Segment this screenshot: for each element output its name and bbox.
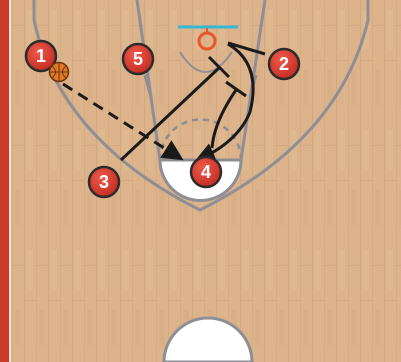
basketball-icon [50, 63, 69, 82]
player-1-label: 1 [36, 46, 46, 66]
sideline-left-edge [9, 0, 11, 362]
player-3-label: 3 [99, 172, 109, 192]
player-5-label: 5 [133, 49, 143, 69]
player-2-label: 2 [279, 54, 289, 74]
player-2[interactable]: 2 [269, 49, 299, 79]
player-5[interactable]: 5 [123, 44, 153, 74]
player-4-label: 4 [201, 162, 211, 182]
sideline-left [0, 0, 9, 362]
player-4[interactable]: 4 [191, 157, 221, 187]
player-3[interactable]: 3 [89, 167, 119, 197]
